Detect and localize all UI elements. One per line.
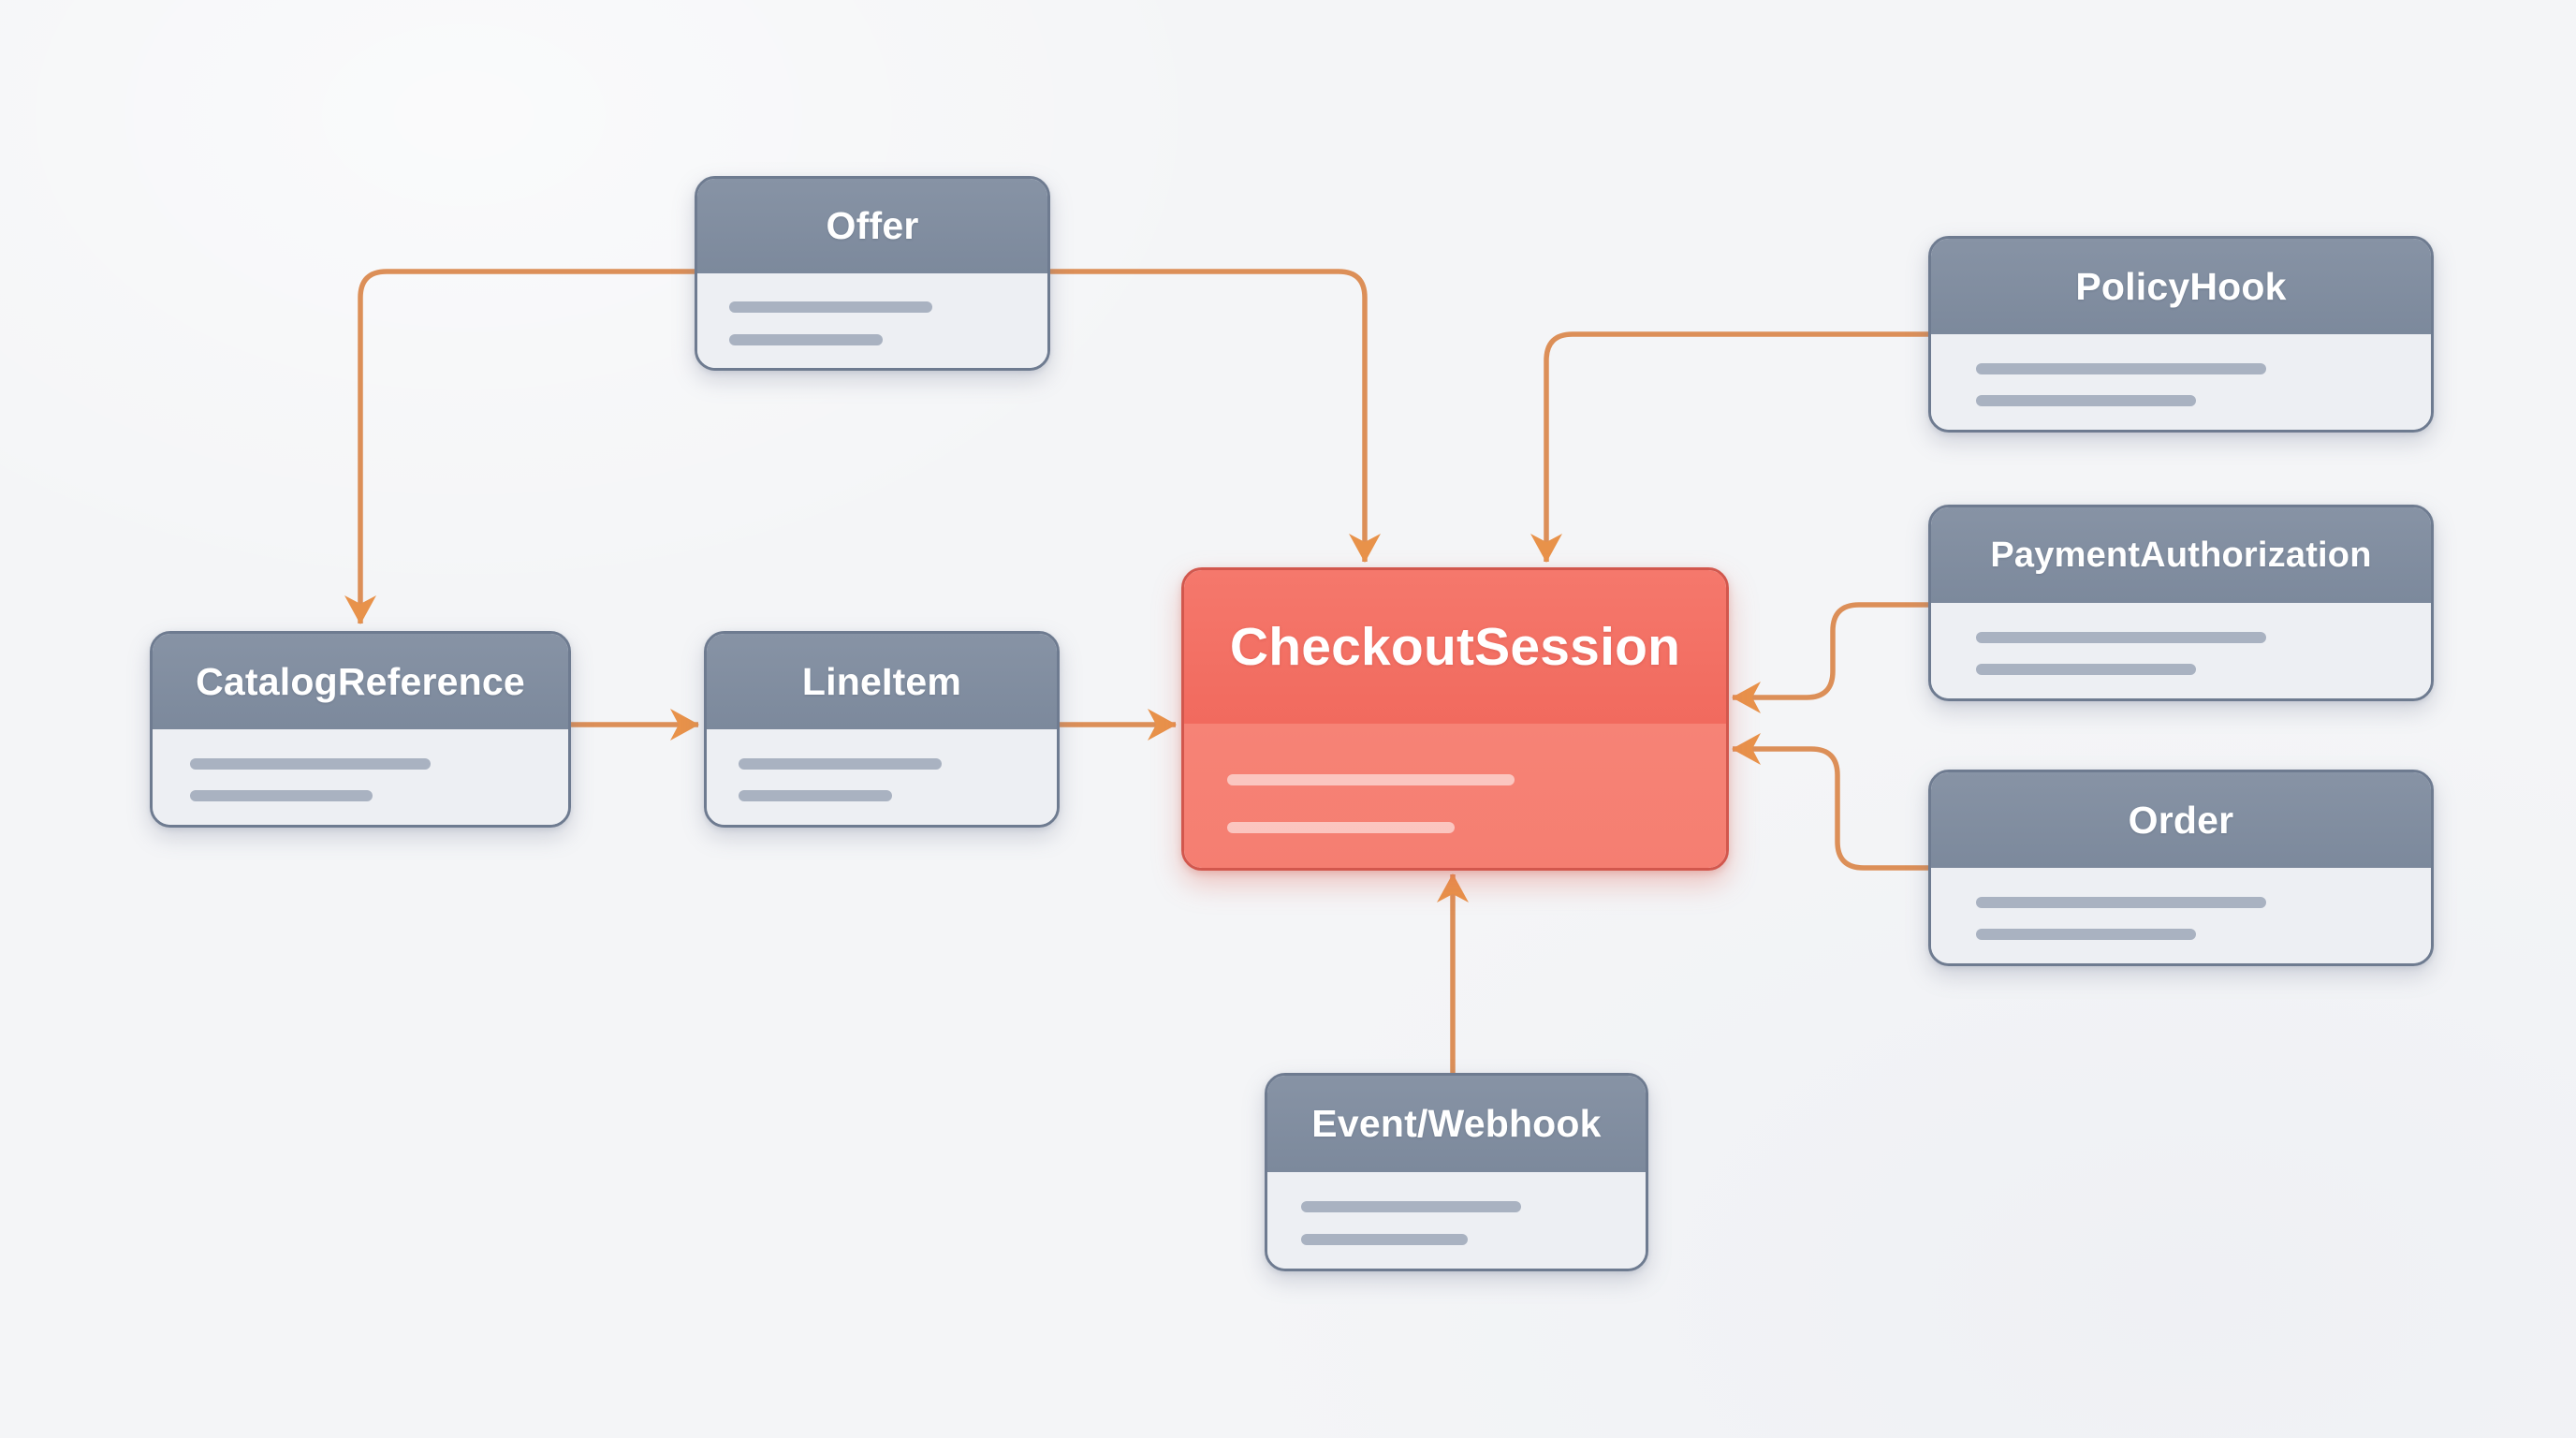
placeholder-line — [1976, 395, 2196, 407]
node-catalog-reference-title: CatalogReference — [153, 634, 568, 729]
placeholder-line — [728, 301, 932, 314]
node-offer-body — [697, 273, 1047, 368]
placeholder-line — [189, 790, 373, 802]
node-line-item-body — [707, 729, 1057, 825]
node-offer-title: Offer — [697, 179, 1047, 273]
placeholder-line — [1976, 664, 2196, 676]
node-event-webhook-title: Event/Webhook — [1267, 1076, 1646, 1172]
edge-offer-to-checkout-session — [1050, 269, 1381, 563]
node-order[interactable]: Order — [1928, 770, 2434, 966]
placeholder-line — [1976, 929, 2196, 941]
placeholder-line — [1976, 896, 2266, 908]
node-checkout-session-body — [1184, 723, 1726, 868]
edge-payment-authorization-to-checkout-session — [1732, 602, 1928, 713]
placeholder-line — [738, 757, 942, 770]
placeholder-line — [1301, 1200, 1521, 1212]
node-offer[interactable]: Offer — [695, 176, 1050, 371]
node-policy-hook-body — [1931, 334, 2431, 430]
edge-offer-to-catalog-reference — [344, 269, 695, 624]
placeholder-line — [1301, 1233, 1469, 1245]
node-catalog-reference[interactable]: CatalogReference — [150, 631, 571, 828]
placeholder-line — [1976, 631, 2266, 643]
node-line-item[interactable]: LineItem — [704, 631, 1060, 828]
node-order-body — [1931, 868, 2431, 963]
node-payment-authorization[interactable]: PaymentAuthorization — [1928, 505, 2434, 701]
node-payment-authorization-title: PaymentAuthorization — [1931, 507, 2431, 603]
placeholder-line — [1227, 773, 1515, 785]
node-checkout-session-title: CheckoutSession — [1184, 570, 1726, 724]
edge-policy-hook-to-checkout-session — [1530, 331, 1928, 563]
node-order-title: Order — [1931, 772, 2431, 868]
node-event-webhook[interactable]: Event/Webhook — [1265, 1073, 1648, 1271]
placeholder-line — [1976, 362, 2266, 374]
node-policy-hook[interactable]: PolicyHook — [1928, 236, 2434, 433]
edge-order-to-checkout-session — [1732, 733, 1928, 871]
node-checkout-session[interactable]: CheckoutSession — [1181, 567, 1729, 871]
placeholder-line — [189, 757, 432, 770]
node-line-item-title: LineItem — [707, 634, 1057, 729]
placeholder-line — [1227, 821, 1456, 833]
node-payment-authorization-body — [1931, 603, 2431, 698]
placeholder-line — [738, 790, 893, 802]
node-policy-hook-title: PolicyHook — [1931, 239, 2431, 334]
node-catalog-reference-body — [153, 729, 568, 825]
node-event-webhook-body — [1267, 1172, 1646, 1269]
placeholder-line — [728, 333, 884, 345]
